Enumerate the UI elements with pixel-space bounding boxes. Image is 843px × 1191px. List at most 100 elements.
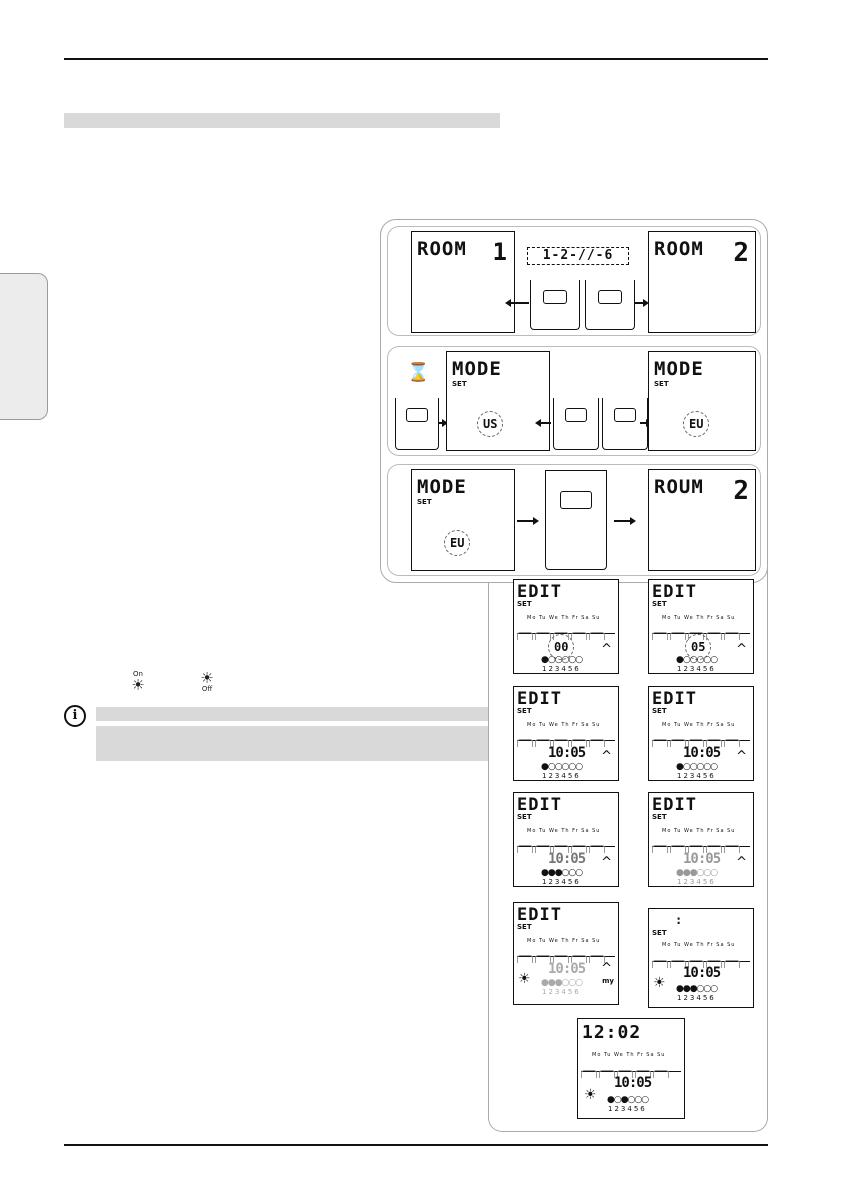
arrow-right	[517, 517, 539, 524]
remote-control	[395, 398, 439, 450]
mode-value: US	[476, 411, 505, 437]
up-caret: ^	[601, 642, 612, 657]
edit-screen-7: EDIT SET Mo Tu We Th Fr Sa Su 10:05 ☀ ^ …	[513, 902, 619, 1005]
program-dots: ●○○○○○	[676, 655, 718, 665]
remote-control	[530, 280, 580, 330]
arrow-left	[535, 419, 551, 426]
dot-numbers: 123456	[677, 878, 716, 886]
screen-text: EDIT	[652, 795, 697, 815]
sun-icon: ☀	[584, 1087, 597, 1103]
screen-text: ROUM	[654, 476, 704, 498]
room-screen-confirm: ROUM 2	[648, 469, 756, 571]
sun-icon: ☀	[200, 669, 214, 687]
time-value: 10:05	[548, 961, 586, 977]
program-tabs	[517, 838, 615, 853]
clock-screen: 12:02 Mo Tu We Th Fr Sa Su 10:05 ☀ ●○●○○…	[577, 1018, 685, 1119]
program-tabs	[652, 953, 750, 968]
dot-numbers: 123456	[542, 988, 581, 996]
note-bar	[96, 726, 488, 761]
set-label: SET	[652, 813, 667, 821]
program-dots: ●●●○○○	[541, 868, 583, 878]
set-label: SET	[452, 380, 467, 388]
dot-numbers: 123456	[608, 1105, 647, 1113]
info-icon: i	[64, 705, 86, 727]
arrow-left	[505, 299, 529, 306]
up-caret: ^	[601, 749, 612, 764]
program-tabs	[517, 732, 615, 747]
room-screen-left: ROOM 1	[411, 231, 515, 333]
program-dots: ●●●○○○	[676, 984, 718, 994]
up-caret: ^	[736, 855, 747, 870]
weekday-row: Mo Tu We Th Fr Sa Su	[592, 1052, 666, 1058]
screen-number: 2	[733, 476, 750, 506]
weekday-row: Mo Tu We Th Fr Sa Su	[662, 828, 736, 834]
set-label: SET	[652, 929, 667, 937]
edit-screen-2: EDIT SET Mo Tu We Th Fr Sa Su 05 ^ ●○○○○…	[648, 579, 754, 674]
clock-value: 12:02	[582, 1022, 642, 1043]
set-label: SET	[517, 707, 532, 715]
program-tabs	[652, 732, 750, 747]
program-dots: ●○○○○○	[541, 655, 583, 665]
my-button-label: my	[602, 977, 614, 985]
mode-screen-us: MODE SET US	[446, 351, 550, 451]
remote-control	[553, 398, 599, 450]
set-label: SET	[652, 707, 667, 715]
room-sequence: 1-2-//-6	[527, 247, 629, 265]
dot-numbers: 123456	[542, 665, 581, 673]
set-label: SET	[417, 498, 432, 506]
note-bar	[96, 707, 488, 721]
minutes-value: 00	[547, 634, 576, 660]
time-value: 10:05	[548, 851, 586, 867]
time-value: 10:05	[683, 965, 721, 981]
arrow-right	[635, 299, 649, 306]
weekday-row: Mo Tu We Th Fr Sa Su	[662, 615, 736, 621]
remote-control	[602, 398, 648, 450]
sun-off-symbol: ☀ Off	[190, 671, 224, 693]
screen-text: ROOM	[417, 238, 467, 260]
edit-screen-6: EDIT SET Mo Tu We Th Fr Sa Su 10:05 ^ ●●…	[648, 792, 754, 887]
time-value: 10:05	[683, 851, 721, 867]
time-value: 10:05	[683, 745, 721, 761]
weekday-row: Mo Tu We Th Fr Sa Su	[527, 722, 601, 728]
up-caret: ^	[601, 855, 612, 870]
section-heading-bar	[64, 113, 500, 128]
screen-text: EDIT	[517, 689, 562, 709]
sun-on-symbol: On ☀	[121, 671, 155, 693]
screen-text: EDIT	[517, 905, 562, 925]
up-caret: ^	[736, 749, 747, 764]
time-value: 10:05	[548, 745, 586, 761]
program-tabs	[581, 1063, 681, 1078]
room-screen-right: ROOM 2	[648, 231, 756, 333]
dot-numbers: 123456	[542, 878, 581, 886]
set-label: SET	[517, 600, 532, 608]
dot-numbers: 123456	[677, 772, 716, 780]
weekday-row: Mo Tu We Th Fr Sa Su	[527, 615, 601, 621]
sun-icon: ☀	[653, 975, 666, 991]
screen-text: EDIT	[652, 689, 697, 709]
screen-text: MODE	[417, 476, 467, 498]
time-value: 10:05	[614, 1075, 652, 1091]
mode-value: EU	[682, 411, 711, 437]
screen-text: EDIT	[652, 582, 697, 602]
mode-screen-eu: MODE SET EU	[648, 351, 756, 451]
program-tabs	[652, 838, 750, 853]
set-label: SET	[652, 600, 667, 608]
edit-screen-4: EDIT SET Mo Tu We Th Fr Sa Su 10:05 ^ ●○…	[648, 686, 754, 781]
screen-text: EDIT	[517, 582, 562, 602]
remote-control	[585, 280, 635, 330]
side-chapter-tab	[0, 273, 48, 420]
sun-off-label: Off	[201, 685, 213, 693]
program-dots: ●○○○○○	[541, 762, 583, 772]
hourglass-icon: ⌛	[407, 362, 430, 383]
screen-number: 2	[733, 238, 750, 268]
program-dots: ●●●○○○	[541, 978, 583, 988]
set-label: SET	[654, 380, 669, 388]
set-label: SET	[517, 813, 532, 821]
program-tabs	[652, 625, 750, 640]
up-caret: ^	[736, 642, 747, 657]
program-tabs	[517, 625, 615, 640]
edit-screen-1: EDIT SET Mo Tu We Th Fr Sa Su 00 ^ ●○○○○…	[513, 579, 619, 674]
screen-text: MODE	[654, 358, 704, 380]
minutes-value: 05	[684, 634, 713, 660]
mode-value: EU	[443, 530, 472, 556]
